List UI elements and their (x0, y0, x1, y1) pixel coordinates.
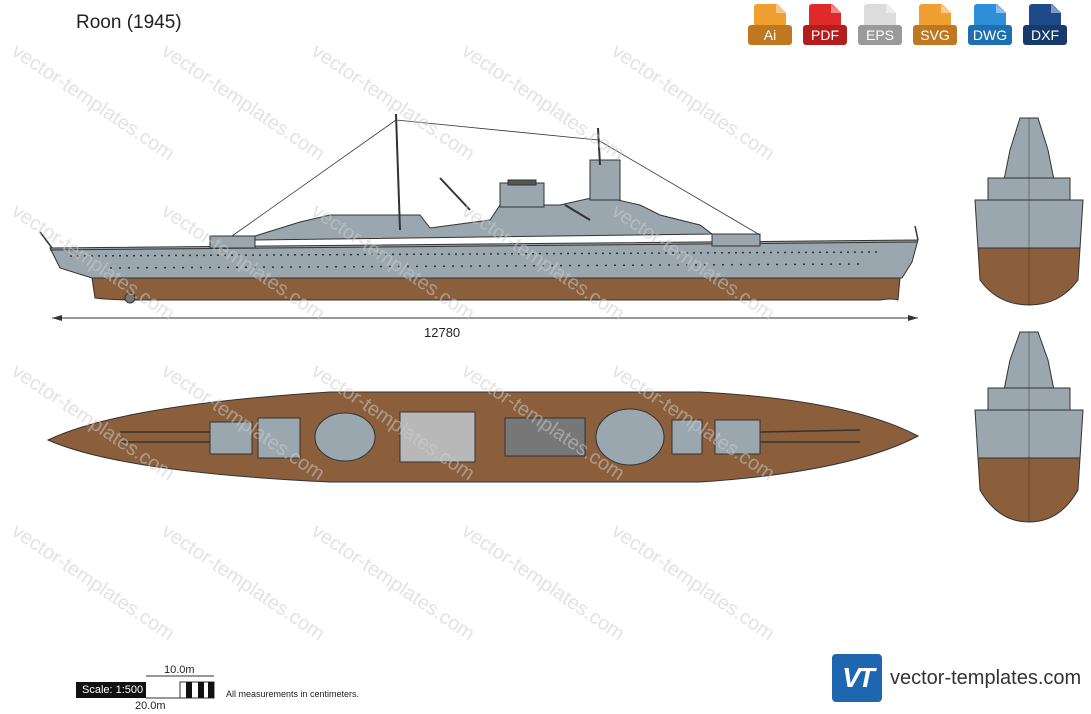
brand-logo-icon: VT (832, 654, 882, 702)
eps-download-button[interactable]: EPS (858, 4, 902, 50)
aft-turret (209, 235, 256, 249)
scale-10m-label: 10.0m (164, 664, 195, 676)
rear-view (974, 331, 1084, 523)
crane (564, 204, 591, 221)
page-title: Roon (1945) (76, 12, 182, 33)
ai-download-button[interactable]: Ai (748, 4, 792, 50)
svg-download-button[interactable]: SVG (913, 4, 957, 50)
dwg-download-button[interactable]: DWG (968, 4, 1012, 50)
format-label: DXF (1023, 25, 1067, 45)
dimension-line (52, 315, 918, 321)
forward-turret (711, 233, 761, 247)
bridge-tower (589, 159, 621, 201)
scale-bar (146, 675, 215, 699)
top-view (46, 391, 920, 483)
pdf-download-button[interactable]: PDF (803, 4, 847, 50)
measurement-note: All measurements in centimeters. (226, 689, 360, 699)
side-profile (39, 113, 919, 304)
brand-name: vector-templates.com (890, 666, 1082, 689)
crane (439, 177, 471, 211)
funnel (499, 182, 545, 208)
dxf-download-button[interactable]: DXF (1023, 4, 1067, 50)
scale-20m-label: 20.0m (135, 700, 166, 712)
scale-label: Scale: 1:500 (76, 682, 146, 698)
side-lower-hull (91, 277, 901, 301)
fore-mast (597, 127, 601, 166)
format-label: Ai (748, 25, 792, 45)
format-label: DWG (968, 25, 1012, 45)
format-label: SVG (913, 25, 957, 45)
top-funnel (504, 417, 586, 457)
top-turret (209, 421, 253, 455)
format-buttons: Ai PDF EPS SVG DWG DXF (748, 4, 1067, 50)
superstructure (254, 195, 714, 241)
main-mast (395, 113, 401, 231)
deck (46, 391, 920, 483)
propeller (124, 292, 136, 304)
format-label: PDF (803, 25, 847, 45)
top-turret (714, 419, 761, 455)
brand-link[interactable]: VT vector-templates.com (832, 654, 1081, 702)
format-label: EPS (858, 25, 902, 45)
front-view (974, 117, 1084, 306)
length-dimension: 12780 (424, 325, 461, 340)
